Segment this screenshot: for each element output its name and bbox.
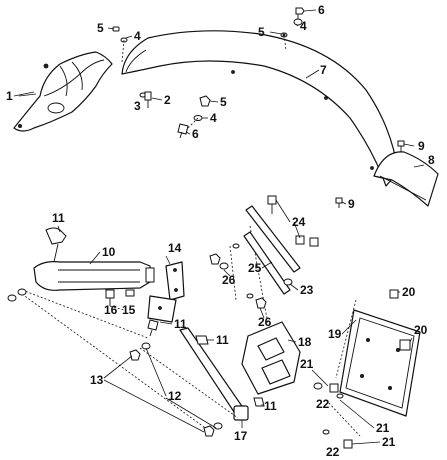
callout-12: 12	[168, 389, 182, 403]
callout-11: 11	[264, 399, 277, 413]
callout-17: 17	[234, 429, 248, 443]
fender-hardware	[112, 7, 405, 208]
callout-19: 19	[328, 327, 342, 341]
hardware-20-22	[313, 289, 411, 449]
callout-21: 21	[376, 421, 390, 435]
callout-6: 6	[192, 127, 199, 141]
callout-2: 2	[164, 93, 171, 107]
part-strut	[179, 327, 265, 421]
part-fender	[121, 30, 399, 187]
callout-10: 10	[102, 245, 116, 259]
callout-22: 22	[326, 445, 340, 459]
callout-11: 11	[216, 333, 229, 347]
callout-8: 8	[428, 153, 435, 167]
callout-labels: 1 2 3 4 4 4 5 5 5 6 6 7 8 9 9 10 11 11 1…	[6, 3, 435, 459]
callout-15: 15	[122, 303, 136, 317]
part-plate-18	[241, 321, 301, 395]
callout-7: 7	[320, 63, 327, 77]
callout-1: 1	[6, 89, 13, 103]
callout-20: 20	[414, 323, 428, 337]
callout-5: 5	[97, 21, 104, 35]
part-stays-23-25	[209, 195, 319, 309]
callout-6: 6	[318, 3, 325, 17]
callout-16: 16	[104, 303, 118, 317]
hardware-15-16	[105, 289, 135, 306]
washers-left	[7, 288, 223, 437]
callout-23: 23	[300, 283, 314, 297]
part-rail	[33, 227, 155, 291]
callout-4: 4	[134, 29, 141, 43]
callout-4: 4	[210, 111, 217, 125]
callout-11: 11	[52, 211, 65, 225]
assembly-lines	[21, 225, 361, 437]
callout-18: 18	[298, 335, 312, 349]
callout-22: 22	[316, 397, 330, 411]
part-bracket-14	[147, 261, 185, 337]
callout-3: 3	[134, 99, 141, 113]
callout-21: 21	[300, 357, 314, 371]
callout-25: 25	[248, 261, 262, 275]
callout-13: 13	[90, 373, 104, 387]
leader-lines	[13, 9, 415, 445]
callout-4: 4	[300, 19, 307, 33]
callout-26: 26	[258, 315, 272, 329]
part-light-housing	[13, 51, 113, 132]
callout-11: 11	[174, 317, 187, 331]
callout-14: 14	[168, 241, 182, 255]
part-mud-flap	[373, 151, 439, 207]
callout-9: 9	[348, 197, 355, 211]
callout-26: 26	[222, 273, 236, 287]
callout-9: 9	[418, 139, 425, 153]
callout-20: 20	[402, 285, 416, 299]
callout-21: 21	[382, 435, 396, 449]
callout-5: 5	[258, 25, 265, 39]
callout-5: 5	[220, 95, 227, 109]
part-plate-frame-19	[339, 309, 421, 417]
